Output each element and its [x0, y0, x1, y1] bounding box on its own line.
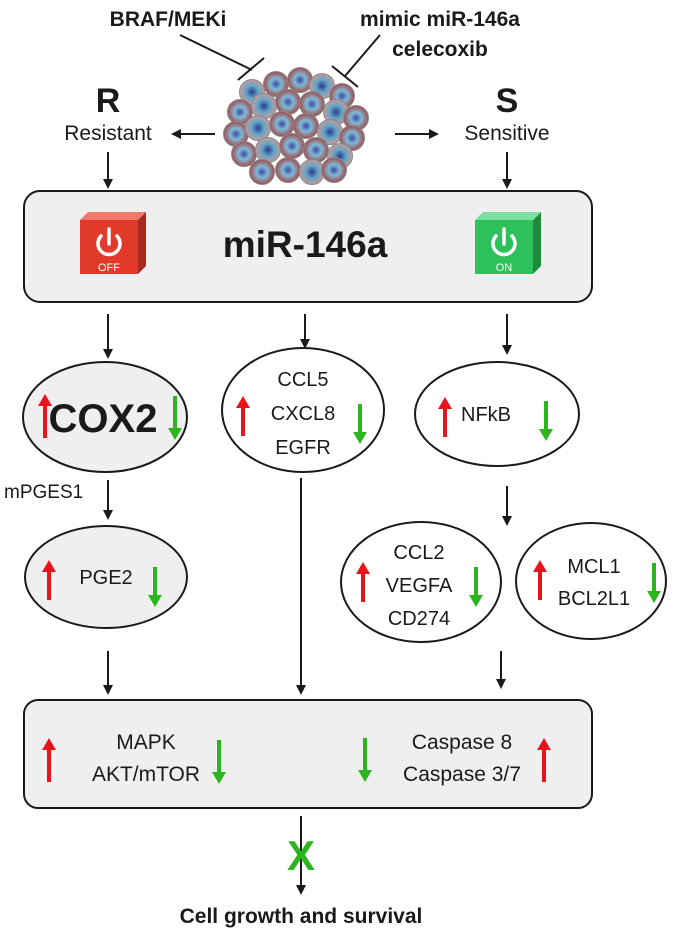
inhibitor-right-label-2: celecoxib	[392, 38, 488, 61]
switch-on-label: ON	[496, 262, 513, 274]
inhibition-line-right	[331, 34, 381, 88]
sensitive-label: Sensitive	[464, 122, 549, 145]
ccl5-label: CCL5	[277, 369, 328, 391]
mcl1-bcl2l1-node	[515, 522, 667, 640]
akt-mtor-label: AKT/mTOR	[92, 763, 200, 786]
mpges1-label: mPGES1	[4, 482, 83, 503]
bcl2l1-label: BCL2L1	[558, 588, 630, 610]
inhibition-line-left	[179, 34, 265, 81]
cox2-up-arrow-icon	[38, 394, 52, 438]
nfkb-up-arrow-icon	[438, 397, 452, 437]
mirna-title: miR-146a	[223, 224, 388, 265]
resistant-letter: R	[96, 82, 121, 120]
switch-off-label: OFF	[98, 262, 120, 274]
switch-on-icon: ON	[475, 212, 541, 274]
switch-off-icon: OFF	[80, 212, 146, 274]
mcl1-label: MCL1	[567, 556, 620, 578]
ccl2-label: CCL2	[393, 542, 444, 564]
ccl5-cxcl8-egfr-node	[221, 347, 385, 473]
signaling-box	[23, 699, 593, 809]
tumor-cell-cluster-icon	[223, 67, 369, 185]
pge2-up-arrow-icon	[42, 560, 56, 600]
ccl2-up-arrow-icon	[356, 562, 370, 602]
caspase37-label: Caspase 3/7	[403, 763, 521, 786]
sensitive-letter: S	[496, 82, 519, 120]
egfr-label: EGFR	[275, 437, 331, 459]
cox2-node	[22, 361, 188, 473]
ccl2-vegfa-cd274-node	[340, 521, 502, 643]
caspase-down-arrow-icon	[358, 738, 372, 782]
mirna-box	[23, 190, 593, 303]
pge2-label: PGE2	[79, 567, 132, 589]
ccl5-up-arrow-icon	[236, 396, 250, 436]
ccl2-down-arrow-icon	[469, 567, 483, 607]
mapk-label: MAPK	[116, 731, 176, 754]
mcl1-down-arrow-icon	[647, 563, 661, 603]
cox2-down-arrow-icon	[168, 396, 182, 440]
mapk-down-arrow-icon	[212, 740, 226, 784]
caspase-up-arrow-icon	[537, 738, 551, 782]
caspase8-label: Caspase 8	[412, 731, 512, 754]
resistant-label: Resistant	[64, 122, 152, 145]
blocked-mark: X	[287, 832, 315, 879]
ccl5-down-arrow-icon	[353, 404, 367, 444]
vegfa-label: VEGFA	[386, 575, 453, 597]
mcl1-up-arrow-icon	[533, 560, 547, 600]
inhibitor-left-label: BRAF/MEKi	[110, 8, 227, 31]
cox2-label: COX2	[49, 397, 158, 441]
cxcl8-label: CXCL8	[271, 403, 335, 425]
nfkb-node	[414, 361, 580, 467]
mapk-up-arrow-icon	[42, 738, 56, 782]
outcome-label: Cell growth and survival	[180, 905, 423, 928]
pge2-node	[24, 525, 188, 629]
nfkb-down-arrow-icon	[539, 401, 553, 441]
nfkb-label: NFkB	[461, 404, 511, 426]
inhibitor-right-label-1: mimic miR-146a	[360, 8, 520, 31]
cd274-label: CD274	[388, 608, 450, 630]
pge2-down-arrow-icon	[148, 567, 162, 607]
